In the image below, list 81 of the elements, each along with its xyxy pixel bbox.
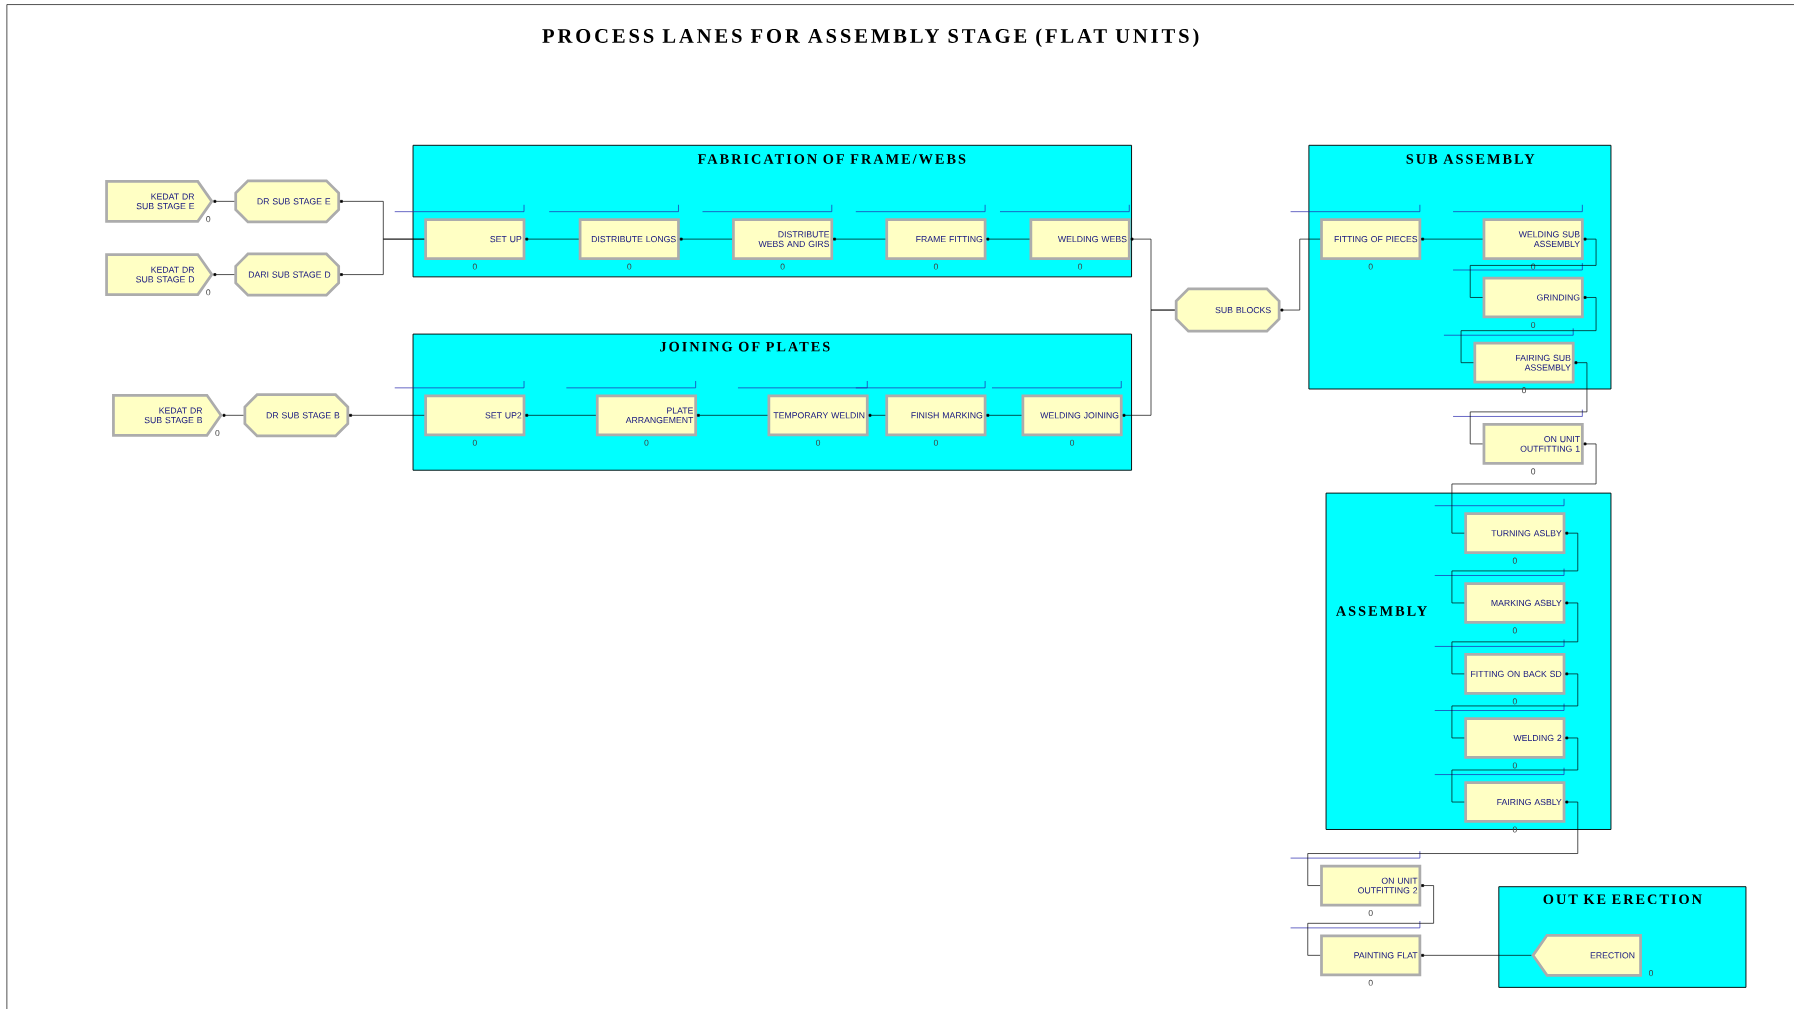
- station-box: SUB BLOCKS: [1174, 287, 1281, 333]
- counter-label: 0: [472, 263, 477, 270]
- counter-label: 0: [1512, 762, 1517, 769]
- counter-label: 0: [1531, 263, 1536, 270]
- counter-label: 0: [1531, 321, 1536, 328]
- connector: [1451, 601, 1579, 675]
- counter-label: 0: [215, 429, 220, 437]
- counter-label: 0: [1512, 627, 1517, 634]
- connector: [986, 237, 1030, 241]
- connector: [1280, 238, 1321, 312]
- counter-label: 0: [1512, 826, 1517, 833]
- counter-label: 0: [1531, 468, 1536, 475]
- connector: [679, 237, 733, 241]
- diagram-title: PROCESS LANES FOR ASSEMBLY STAGE (FLAT UNITS): [542, 28, 1199, 48]
- process-box: DISTRIBUTE LONGS: [578, 218, 680, 260]
- process-box: FRAME FITTING: [885, 218, 987, 260]
- connector: [213, 199, 235, 203]
- process-box: WELDING WEBS: [1029, 218, 1131, 260]
- counter-label: 0: [1512, 698, 1517, 705]
- process-box: FITTING OF PIECES: [1320, 218, 1422, 260]
- process-box: DISTRIBUTE WEBS AND GIRS: [732, 218, 834, 260]
- process-box: FITTING ON BACK SD: [1464, 653, 1566, 695]
- process-box: WELDING SUB ASSEMBLY: [1482, 218, 1584, 260]
- connector: [1307, 800, 1579, 886]
- connector: [1469, 361, 1588, 445]
- station-box: DR SUB STAGE E: [234, 179, 341, 224]
- connector: [349, 413, 425, 417]
- connector: [1307, 884, 1434, 956]
- counter-label: 0: [1070, 439, 1075, 446]
- counter-label: 0: [1368, 263, 1373, 270]
- process-box: ON UNIT OUTFITTING 2: [1320, 864, 1422, 907]
- counter-label: 0: [472, 439, 477, 446]
- counter-label: 0: [206, 216, 211, 223]
- counter-label: 0: [627, 263, 632, 270]
- connector: [1122, 309, 1176, 417]
- connector: [1421, 237, 1483, 241]
- process-box: TEMPORARY WELDIN: [767, 394, 869, 437]
- dispose-box: ERECTION: [1531, 933, 1642, 977]
- counter-label: 0: [816, 439, 821, 446]
- counter-label: 0: [933, 439, 938, 446]
- process-box: ON UNIT OUTFITTING 1: [1482, 423, 1584, 465]
- connector: [1421, 953, 1532, 957]
- process-box: SET UP: [424, 218, 526, 260]
- connector: [1451, 672, 1579, 739]
- process-box: SET UP2: [424, 394, 526, 437]
- connector: [525, 237, 580, 241]
- connector: [1460, 296, 1597, 363]
- connector: [1451, 531, 1579, 604]
- process-box: WELDING JOINING: [1021, 394, 1123, 437]
- process-box: MARKING ASBLY: [1464, 582, 1566, 624]
- station-box: DR SUB STAGE B: [243, 393, 350, 438]
- connector: [986, 413, 1022, 417]
- counter-label: 0: [1521, 387, 1527, 394]
- process-box: FAIRING ASBLY: [1464, 781, 1566, 823]
- connector: [1451, 442, 1597, 534]
- counter-label: 0: [1648, 970, 1654, 977]
- process-box: FAIRING SUB ASSEMBLY: [1473, 341, 1575, 384]
- process-box: PLATE ARRANGEMENT: [595, 394, 698, 437]
- connector: [1451, 736, 1579, 803]
- process-box: FINISH MARKING: [885, 394, 987, 437]
- connector: [222, 413, 244, 417]
- counter-label: 0: [1512, 557, 1517, 564]
- counter-label: 0: [644, 439, 649, 446]
- connector: [340, 238, 425, 276]
- process-box: PAINTING FLAT: [1320, 934, 1422, 977]
- connector: [1469, 237, 1597, 298]
- connector: [697, 413, 768, 417]
- process-box: WELDING 2: [1464, 717, 1566, 759]
- connector: [213, 273, 235, 276]
- process-box: GRINDING: [1482, 276, 1584, 319]
- counter-label: 0: [780, 263, 785, 270]
- connector: [833, 237, 886, 241]
- counter-label: 0: [1368, 909, 1373, 916]
- counter-label: 0: [1368, 979, 1373, 986]
- process-box: TURNING ASLBY: [1464, 512, 1566, 554]
- connector: [525, 413, 597, 417]
- counter-label: 0: [933, 263, 938, 270]
- counter-label: 0: [206, 289, 211, 296]
- station-box: DARI SUB STAGE D: [234, 252, 341, 297]
- counter-label: 0: [1078, 263, 1083, 270]
- connector: [868, 413, 886, 417]
